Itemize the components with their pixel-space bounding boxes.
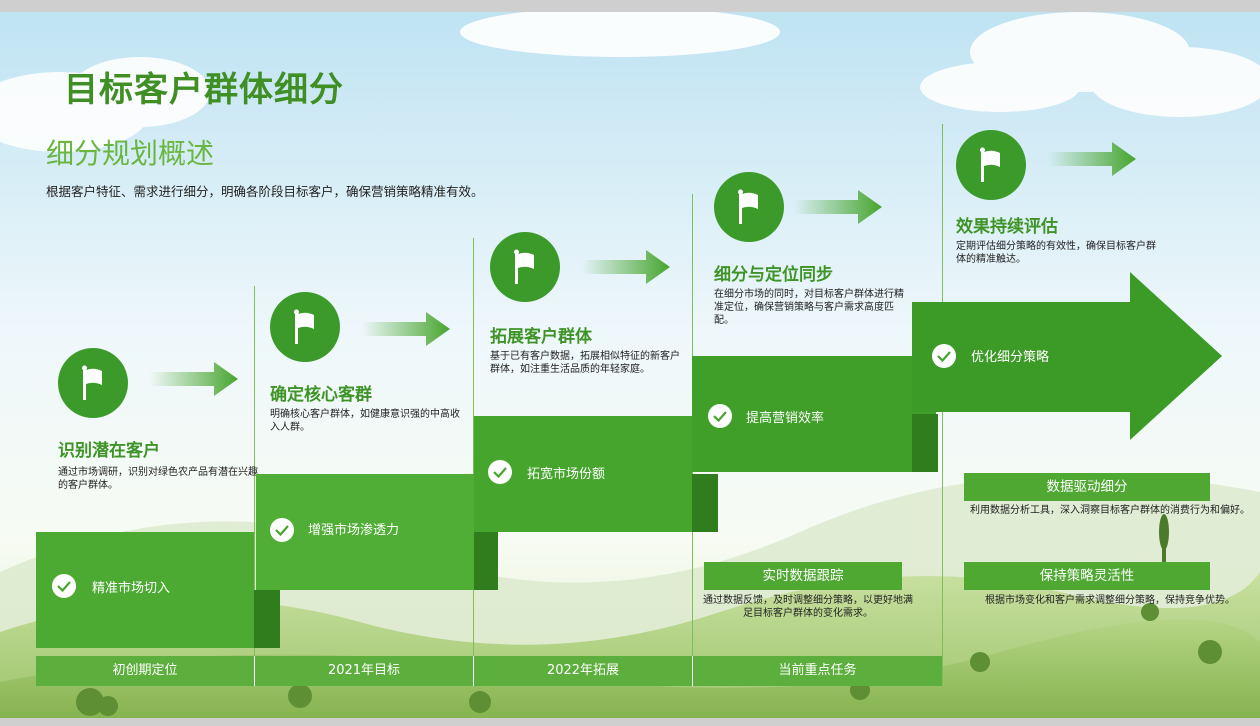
stage-description: 明确核心客户群体，如健康意识强的中高收入人群。 xyxy=(270,409,460,433)
block-label: 增强市场渗透力 xyxy=(308,523,400,538)
side-note-description: 利用数据分析工具，深入洞察目标客户群体的消费行为和偏好。 xyxy=(970,505,1250,516)
arrow-right-icon xyxy=(582,250,670,284)
stage-title: 识别潜在客户 xyxy=(58,441,160,461)
step-divider xyxy=(254,286,255,686)
stage-title: 细分与定位同步 xyxy=(714,265,833,285)
flag-icon xyxy=(714,172,784,242)
timeline-label: 当前重点任务 xyxy=(778,663,857,678)
side-note-description: 根据市场变化和客户需求调整细分策略，保持竞争优势。 xyxy=(985,595,1235,606)
arrow-right-icon xyxy=(1048,142,1136,176)
block-label: 精准市场切入 xyxy=(92,581,171,596)
bottom-frame-bar xyxy=(0,718,1260,726)
check-icon xyxy=(270,518,294,542)
timeline-divider xyxy=(254,656,255,686)
check-icon xyxy=(52,574,76,598)
stage-description: 定期评估细分策略的有效性，确保目标客户群体的精准触达。 xyxy=(956,241,1156,265)
check-icon xyxy=(488,460,512,484)
stage-title: 确定核心客群 xyxy=(270,385,372,405)
stage-description: 通过市场调研，识别对绿色农产品有潜在兴趣的客户群体。 xyxy=(58,467,258,491)
timeline-divider xyxy=(692,656,693,686)
flag-icon xyxy=(270,292,340,362)
block-label: 拓宽市场份额 xyxy=(527,467,606,482)
timeline-bar xyxy=(36,656,942,686)
section-subtitle: 细分规划概述 xyxy=(46,137,215,170)
arrow-right-icon xyxy=(150,362,238,396)
timeline-label: 2022年拓展 xyxy=(546,663,620,678)
top-frame-bar xyxy=(0,0,1260,12)
timeline-label: 2021年目标 xyxy=(327,663,401,678)
stage-title: 效果持续评估 xyxy=(956,217,1058,237)
check-icon xyxy=(708,404,732,428)
stage-title: 拓展客户群体 xyxy=(490,327,592,347)
stage-description: 基于已有客户数据，拓展相似特征的新客户群体，如注重生活品质的年轻家庭。 xyxy=(490,351,680,375)
flag-icon xyxy=(956,130,1026,200)
side-note-title: 保持策略灵活性 xyxy=(964,562,1210,590)
arrow-right-icon xyxy=(362,312,450,346)
block-label: 提高营销效率 xyxy=(746,411,825,426)
block-label: 优化细分策略 xyxy=(971,350,1050,365)
timeline-label: 初创期定位 xyxy=(112,663,178,678)
arrow-right-icon xyxy=(794,190,882,224)
side-note-title: 数据驱动细分 xyxy=(964,473,1210,501)
step-divider xyxy=(473,238,474,686)
page-title: 目标客户群体细分 xyxy=(64,70,344,110)
intro-text: 根据客户特征、需求进行细分，明确各阶段目标客户，确保营销策略精准有效。 xyxy=(46,184,484,199)
side-note-description: 通过数据反馈，及时调整细分策略，以更好地满足目标客户群体的变化需求。 xyxy=(703,595,913,619)
flag-icon xyxy=(58,348,128,418)
flag-icon xyxy=(490,232,560,302)
timeline-divider xyxy=(473,656,474,686)
check-icon xyxy=(932,344,956,368)
stage-description: 在细分市场的同时，对目标客户群体进行精准定位，确保营销策略与客户需求高度匹配。 xyxy=(714,289,904,326)
side-note-title: 实时数据跟踪 xyxy=(704,562,902,590)
